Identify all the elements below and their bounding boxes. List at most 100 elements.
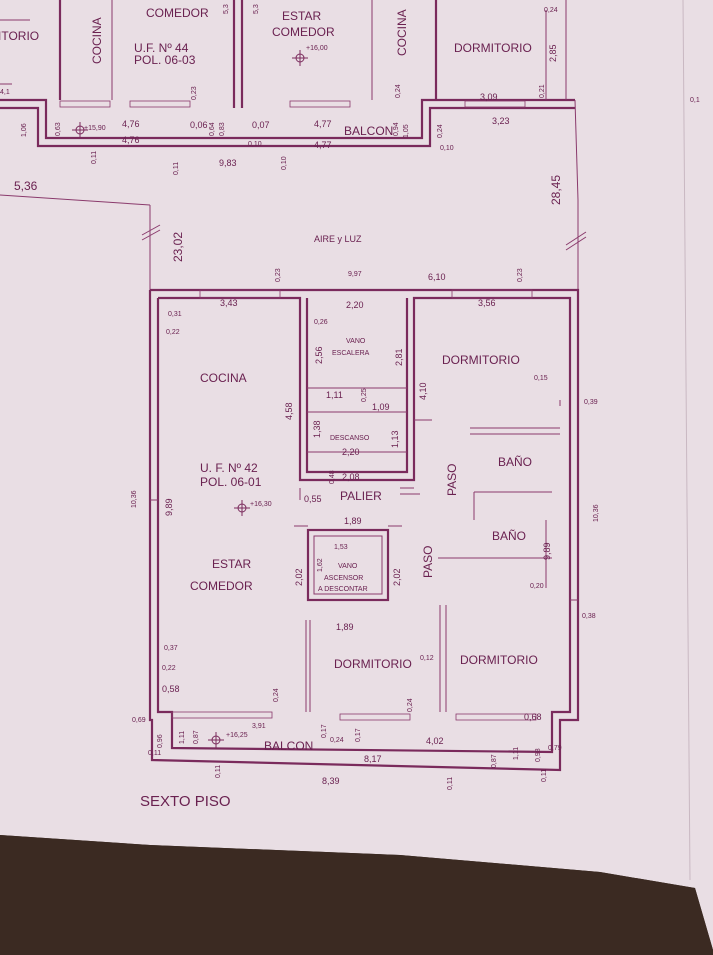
dim: 0,31	[168, 311, 182, 318]
dim: 1,53	[334, 544, 348, 551]
pol-label: POL. 06-01	[200, 475, 262, 489]
upper-comedor2-label: COMEDOR	[272, 25, 335, 39]
upper-comedor-label: COMEDOR	[146, 6, 209, 20]
dim: 0,24	[407, 698, 414, 712]
dormitorio-top-right-label: DORMITORIO	[442, 353, 520, 367]
dim: 0,17	[355, 728, 362, 742]
dim: 0,26	[314, 319, 328, 326]
dim: 9,89	[164, 498, 174, 516]
dim: 4,10	[418, 382, 428, 400]
site-right-dim: 28,45	[549, 175, 563, 205]
upper-dim: 0,1	[690, 97, 700, 104]
dim: 0,12	[420, 655, 434, 662]
upper-dim: 0,83	[219, 122, 226, 136]
upper-dormitorio-left-label: ITORIO	[0, 29, 39, 43]
level-mark-icon	[72, 50, 308, 138]
upper-dim: 9,83	[219, 158, 237, 168]
upper-unit-id: U.F. Nº 44	[134, 41, 189, 55]
dim: 0,22	[166, 329, 180, 336]
dim: 2,02	[392, 568, 402, 586]
balcon-label: BALCON	[264, 739, 313, 753]
comedor-label: COMEDOR	[190, 579, 253, 593]
dim: 0,39	[584, 399, 598, 406]
vano-escalera-label-2: ESCALERA	[332, 350, 370, 357]
dim: 1,89	[344, 516, 362, 526]
upper-unit: ITORIO COMEDOR COCINA U.F. Nº 44 POL. 06…	[0, 0, 700, 201]
paper-fold-line	[682, 0, 691, 881]
cocina-label: COCINA	[200, 371, 247, 385]
dim: 2,20	[342, 447, 360, 457]
bano-2-label: BAÑO	[492, 529, 526, 543]
dim: 0,38	[582, 613, 596, 620]
upper-dim: 0,11	[91, 151, 98, 164]
dim: 0,37	[164, 645, 178, 652]
dim: 1,89	[336, 622, 354, 632]
upper-dim: +16,00	[306, 45, 328, 52]
dim: 1,13	[390, 430, 400, 448]
dim: 10,36	[593, 504, 600, 522]
main-unit: COCINA U. F. Nº 42 POL. 06-01 +16,30 EST…	[131, 268, 600, 790]
upper-dim: 0,11	[173, 162, 180, 175]
dim: 0,17	[321, 724, 328, 738]
dim: 1,11	[513, 747, 520, 760]
floor-title: SEXTO PISO	[140, 793, 231, 810]
dim: 2,08	[342, 472, 360, 482]
dim: 10,36	[131, 490, 138, 508]
site-setback-dim: 23,02	[171, 232, 185, 262]
estar-label: ESTAR	[212, 557, 251, 571]
dim: 1,09	[372, 402, 390, 412]
dim: 0,15	[534, 375, 548, 382]
balcon-level-label: +16,25	[226, 732, 248, 739]
dim: 0,24	[330, 737, 344, 744]
dim: 2,56	[314, 346, 324, 364]
upper-dim: 0,24	[395, 84, 402, 98]
dim: 8,39	[322, 776, 340, 786]
dim: 4,02	[426, 736, 444, 746]
vano-ascensor-label-2: ASCENSOR	[324, 575, 363, 582]
upper-dim: 4,76	[122, 119, 140, 129]
dim: 1,11	[179, 731, 186, 744]
unit-id-label: U. F. Nº 42	[200, 461, 258, 475]
dim: 0,11	[148, 750, 161, 757]
palier-label: PALIER	[340, 489, 382, 503]
upper-cocina2-label: COCINA	[395, 9, 409, 56]
dim: 0,69	[132, 717, 146, 724]
descanso-label: DESCANSO	[330, 435, 370, 442]
dim: 2,81	[394, 348, 404, 366]
dim: 2,20	[346, 300, 364, 310]
dim: 0,22	[162, 665, 176, 672]
upper-dim: 4,1	[0, 89, 10, 96]
upper-dim: 5,3	[223, 4, 230, 14]
dormitorio-bottom-mid-label: DORMITORIO	[334, 657, 412, 671]
site-left-dim: 5,36	[14, 179, 38, 193]
upper-dim: 2,85	[548, 44, 558, 62]
wood-table	[0, 835, 713, 950]
upper-dim: 0,24	[544, 7, 558, 14]
upper-dim: 0,23	[191, 86, 198, 100]
dim: 0,55	[304, 494, 322, 504]
dim: 0,23	[517, 268, 524, 282]
dim: 8,17	[364, 754, 382, 764]
dim: 1,11	[326, 390, 343, 400]
vano-ascensor-label-1: VANO	[338, 563, 358, 570]
upper-dim: 4,77	[314, 119, 332, 129]
dim: 4,58	[284, 402, 294, 420]
level-mark-icon	[208, 732, 224, 748]
upper-dim: +15,90	[84, 125, 106, 132]
upper-cocina-label: COCINA	[90, 17, 104, 64]
upper-dim: 0,07	[252, 120, 270, 130]
dim: 0,58	[162, 684, 180, 694]
upper-dim: 0,21	[539, 84, 546, 98]
dim: 0,87	[491, 754, 498, 768]
upper-dim: 0,24	[437, 124, 444, 138]
level-label: +16,30	[250, 501, 272, 508]
upper-dim: 0,64	[209, 122, 216, 136]
vano-escalera-label-1: VANO	[346, 338, 366, 345]
paso-1-label: PASO	[445, 464, 459, 496]
dim: 2,02	[294, 568, 304, 586]
dim: 0,98	[535, 748, 542, 762]
dim: 1,62	[317, 558, 324, 572]
dim: 1,38	[312, 420, 322, 438]
